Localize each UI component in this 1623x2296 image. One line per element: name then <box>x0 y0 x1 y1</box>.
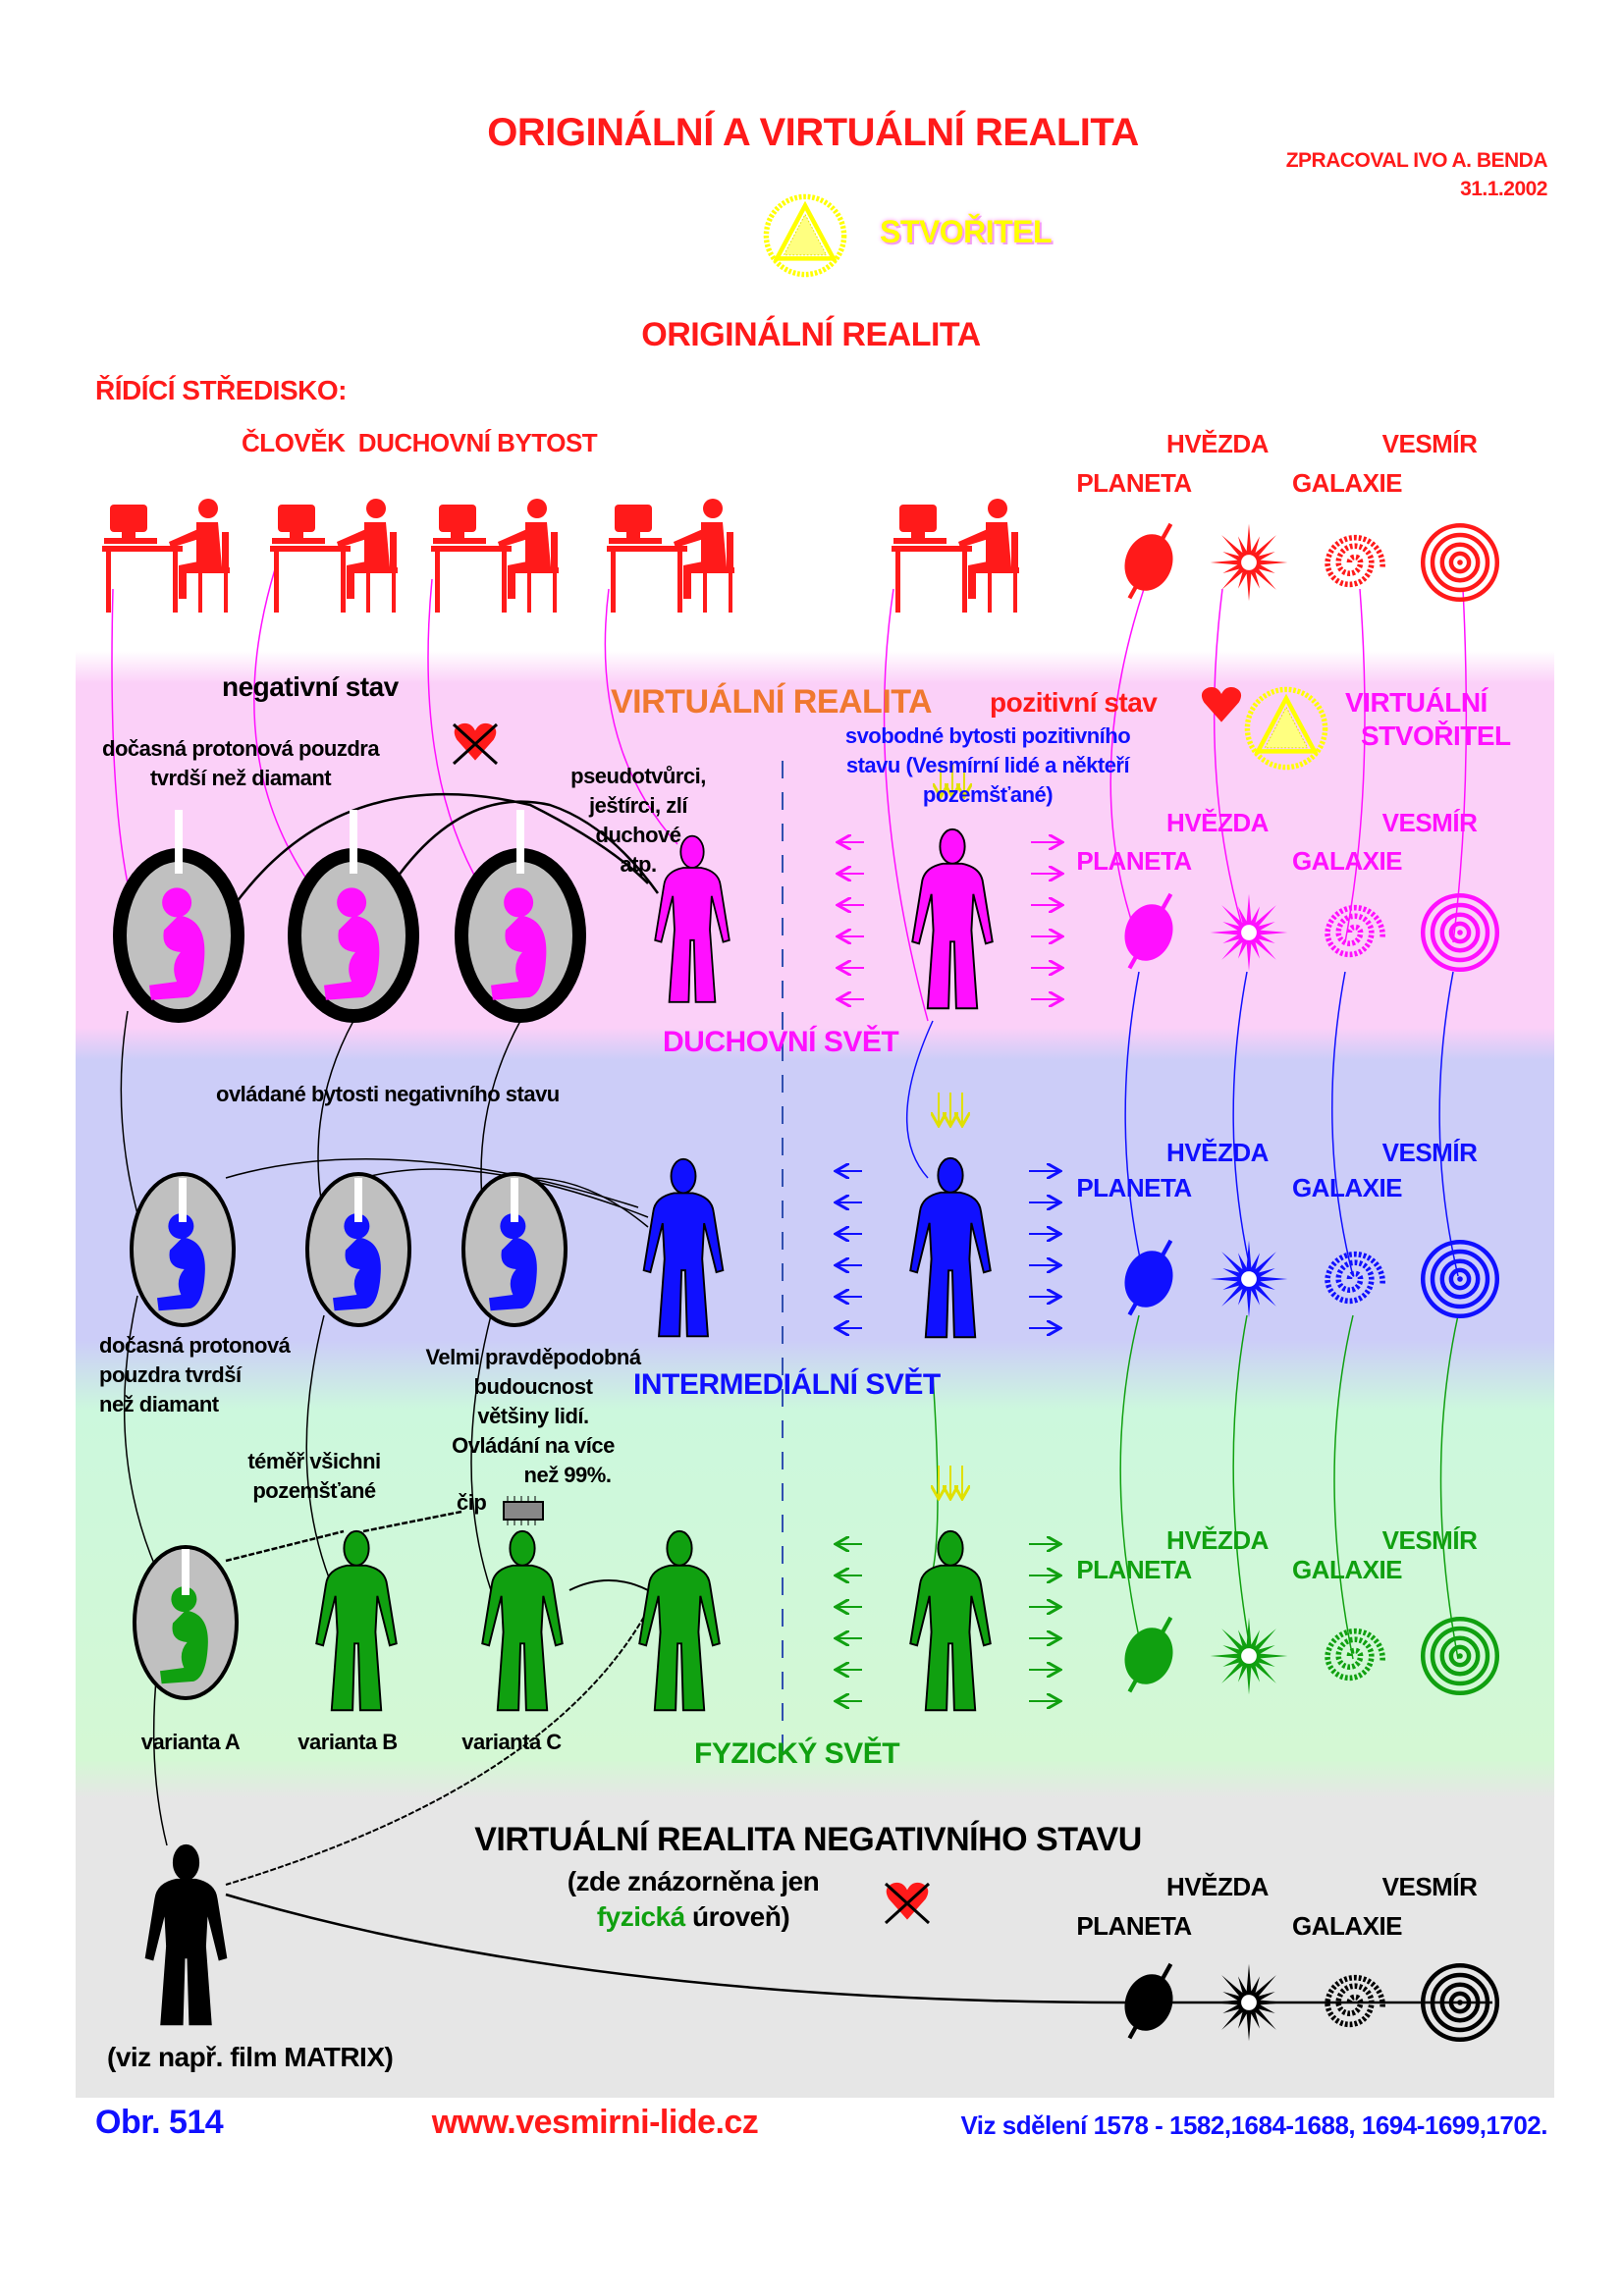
original-reality-band <box>76 88 1554 651</box>
note-line: dočasná protonová pouzdra <box>102 736 380 761</box>
pseudo-creators-note: pseudotvůrci, ještírci, zlí duchové atp. <box>570 762 706 880</box>
physical-pod-variant-a <box>133 1545 239 1700</box>
website-link[interactable]: www.vesmirni-lide.cz <box>431 2104 759 2141</box>
star-icon <box>1210 523 1288 602</box>
positive-state-label: pozitivní stav <box>990 687 1158 718</box>
note-line: stavu (Vesmírní lidé a někteří <box>845 753 1130 777</box>
control-center-label: ŘÍDÍCÍ STŘEDISKO: <box>95 375 347 405</box>
author-label: ZPRACOVAL IVO A. BENDA <box>1285 149 1548 172</box>
planet-label: PLANETA <box>1076 1555 1192 1584</box>
universe-icon <box>1423 1619 1497 1693</box>
future-note: Velmi pravděpodobná budoucnost většiny l… <box>425 1343 641 1490</box>
free-beings-note: svobodné bytosti pozitivního stavu (Vesm… <box>844 721 1131 810</box>
crossed-heart-icon <box>452 722 499 766</box>
intermediate-world-label: INTERMEDIÁLNÍ SVĚT <box>633 1368 941 1401</box>
universe-label: VESMÍR <box>1381 429 1478 458</box>
star-icon <box>1210 893 1288 972</box>
variant-a-label: varianta A <box>140 1730 241 1754</box>
spiritual-pods-note: dočasná protonová pouzdra tvrdší než dia… <box>102 734 380 793</box>
star-label: HVĚZDA <box>1166 1138 1269 1167</box>
almost-all-note: téměř všichni pozemšťané <box>247 1447 381 1506</box>
star-label: HVĚZDA <box>1166 1872 1269 1901</box>
star-icon <box>1210 1963 1288 2042</box>
star-label: HVĚZDA <box>1166 1525 1269 1555</box>
galaxy-label: GALAXIE <box>1291 1173 1403 1202</box>
note-line: ještírci, zlí <box>589 793 687 818</box>
physical-world-label: FYZICKÝ SVĚT <box>694 1737 900 1770</box>
spiritual-pods <box>113 810 586 1023</box>
variant-c-label: varianta C <box>461 1730 562 1754</box>
universe-icon <box>1423 525 1497 600</box>
galaxy-label: GALAXIE <box>1291 1555 1403 1584</box>
references-note: Viz sdělení 1578 - 1582,1684-1688, 1694-… <box>960 2110 1547 2140</box>
note-line: dočasná protonová <box>99 1333 291 1358</box>
star-label: HVĚZDA <box>1166 429 1269 458</box>
universe-icon <box>1423 1965 1497 2040</box>
human-spirit-label: ČLOVĚK DUCHOVNÍ BYTOST <box>242 428 598 457</box>
creator-label: STVOŘITEL <box>880 214 1053 249</box>
negative-note-line-1: (zde znázorněna jen <box>567 1866 820 1896</box>
negative-note-line-2: fyzická úroveň) <box>596 1901 790 1933</box>
universe-label: VESMÍR <box>1381 808 1478 837</box>
star-icon <box>1210 1240 1288 1318</box>
universe-label: VESMÍR <box>1381 1872 1478 1901</box>
note-line: pseudotvůrci, <box>570 764 706 788</box>
negative-state-label: negativní stav <box>222 671 399 702</box>
note-line: Velmi pravděpodobná <box>425 1345 641 1369</box>
note-line: než 99%. <box>523 1463 612 1487</box>
original-reality-heading: ORIGINÁLNÍ REALITA <box>641 316 981 353</box>
note-line: než diamant <box>99 1392 219 1416</box>
planet-label: PLANETA <box>1076 468 1192 498</box>
planet-label: PLANETA <box>1076 846 1192 876</box>
universe-label: VESMÍR <box>1381 1525 1478 1555</box>
page-title: ORIGINÁLNÍ A VIRTUÁLNÍ REALITA <box>487 111 1139 154</box>
note-line: pozemšťané) <box>922 782 1054 807</box>
variant-b-label: varianta B <box>298 1730 398 1754</box>
chip-label: čip <box>457 1490 487 1515</box>
star-icon <box>1210 1617 1288 1695</box>
galaxy-label: GALAXIE <box>1291 468 1403 498</box>
note-line: tvrdší než diamant <box>149 766 332 790</box>
note-line: téměř všichni <box>247 1449 381 1473</box>
negative-virtual-title: VIRTUÁLNÍ REALITA NEGATIVNÍHO STAVU <box>474 1821 1142 1858</box>
star-label: HVĚZDA <box>1166 808 1269 837</box>
planet-label: PLANETA <box>1076 1911 1192 1941</box>
matrix-note: (viz např. film MATRIX) <box>107 2042 394 2072</box>
controlled-beings-label: ovládané bytosti negativního stavu <box>216 1082 560 1106</box>
note-line: Ovládání na více <box>452 1433 615 1458</box>
crossed-heart-icon <box>884 1882 931 1925</box>
virtual-reality-label: VIRTUÁLNÍ REALITA <box>611 683 933 721</box>
note-line: pouzdra tvrdší <box>99 1362 242 1387</box>
universe-label: VESMÍR <box>1381 1138 1478 1167</box>
note-line: budoucnost <box>473 1374 593 1399</box>
galaxy-label: GALAXIE <box>1291 1911 1403 1941</box>
physical-word: fyzická <box>596 1901 685 1932</box>
date-label: 31.1.2002 <box>1460 178 1547 200</box>
planet-label: PLANETA <box>1076 1173 1192 1202</box>
intermediate-pods-note: dočasná protonová pouzdra tvrdší než dia… <box>99 1331 291 1419</box>
note-line: svobodné bytosti pozitivního <box>844 723 1131 748</box>
universe-icon <box>1423 895 1497 970</box>
note-line: pozemšťané <box>252 1478 376 1503</box>
figure-number: Obr. 514 <box>95 2104 224 2141</box>
note-line: atp. <box>620 852 657 877</box>
universe-icon <box>1423 1242 1497 1316</box>
virtual-creator-label-2: STVOŘITEL <box>1361 721 1511 751</box>
note-line: většiny lidí. <box>477 1404 589 1428</box>
chip-icon <box>503 1496 544 1525</box>
galaxy-label: GALAXIE <box>1291 846 1403 876</box>
negative-virtual-band <box>76 1798 1554 2098</box>
note-line: duchové <box>595 823 681 847</box>
level-word: úroveň) <box>684 1901 790 1932</box>
virtual-creator-label-1: VIRTUÁLNÍ <box>1345 687 1488 718</box>
intermediate-pods <box>130 1172 568 1327</box>
spiritual-world-label: DUCHOVNÍ SVĚT <box>663 1026 899 1058</box>
